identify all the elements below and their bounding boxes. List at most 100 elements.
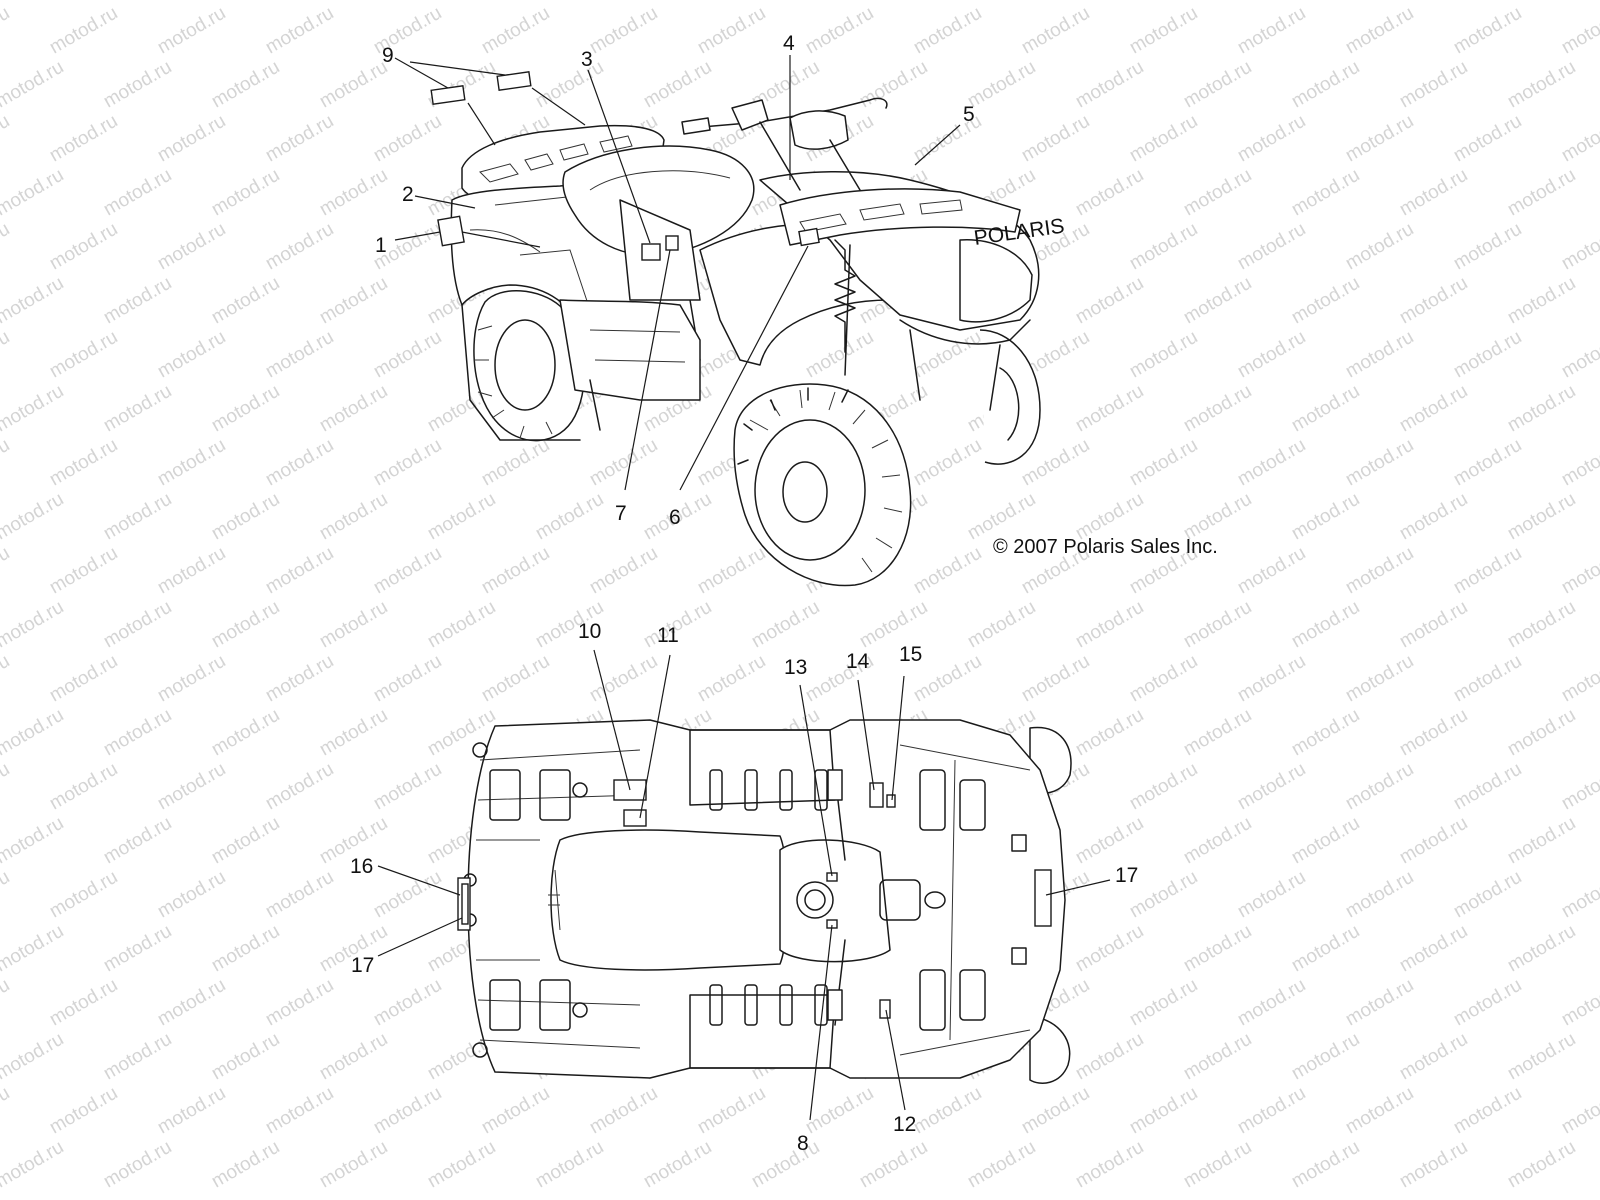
watermark-text: motod.ru (208, 489, 283, 545)
watermark-text: motod.ru (856, 57, 931, 113)
watermark-text: motod.ru (1504, 273, 1579, 329)
watermark-text: motod.ru (1126, 327, 1201, 383)
watermark-text: motod.ru (1342, 543, 1417, 599)
watermark-text: motod.ru (1558, 867, 1600, 923)
rear-left-wheel (473, 290, 585, 442)
callout-7: 7 (615, 502, 627, 525)
watermark-text: motod.ru (1180, 165, 1255, 221)
watermark-text: motod.ru (1450, 543, 1525, 599)
watermark-text: motod.ru (208, 1137, 283, 1193)
lower-footrest (689, 984, 836, 1069)
watermark-text: motod.ru (1072, 705, 1147, 761)
decal-17-front (1034, 869, 1052, 927)
callout-17-rear: 17 (351, 954, 374, 977)
callout-14: 14 (846, 650, 870, 673)
watermark-text: motod.ru (0, 3, 13, 59)
watermark-text: motod.ru (1234, 975, 1309, 1031)
watermark-text: motod.ru (154, 1083, 229, 1139)
watermark-text: motod.ru (1558, 543, 1600, 599)
watermark-text: motod.ru (46, 759, 121, 815)
watermark-text: motod.ru (0, 975, 13, 1031)
watermark-text: motod.ru (1288, 57, 1363, 113)
watermark-text: motod.ru (1396, 57, 1471, 113)
callout-8: 8 (797, 1132, 809, 1155)
watermark-text: motod.ru (316, 597, 391, 653)
watermark-text: motod.ru (1342, 759, 1417, 815)
watermark-text: motod.ru (1126, 111, 1201, 167)
watermark-text: motod.ru (46, 651, 121, 707)
watermark-text: motod.ru (316, 1137, 391, 1193)
decal-12 (879, 999, 891, 1019)
watermark-text: motod.ru (46, 543, 121, 599)
watermark-text: motod.ru (1126, 651, 1201, 707)
watermark-text: motod.ru (1072, 273, 1147, 329)
watermark-text: motod.ru (370, 975, 445, 1031)
watermark-text: motod.ru (532, 57, 607, 113)
watermark-text: motod.ru (208, 381, 283, 437)
watermark-text: motod.ru (586, 1083, 661, 1139)
watermark-text: motod.ru (208, 1029, 283, 1085)
watermark-text: motod.ru (46, 435, 121, 491)
watermark-text: motod.ru (1450, 651, 1525, 707)
watermark-text: motod.ru (262, 651, 337, 707)
watermark-text: motod.ru (1180, 597, 1255, 653)
watermark-text: motod.ru (1504, 1137, 1579, 1193)
watermark-text: motod.ru (1558, 975, 1600, 1031)
watermark-text: motod.ru (316, 273, 391, 329)
watermark-text: motod.ru (100, 1137, 175, 1193)
watermark-text: motod.ru (208, 705, 283, 761)
watermark-text: motod.ru (0, 435, 13, 491)
watermark-text: motod.ru (1072, 165, 1147, 221)
decal-6 (798, 227, 820, 247)
watermark-text: motod.ru (586, 651, 661, 707)
watermark-text: motod.ru (1450, 1083, 1525, 1139)
watermark-text: motod.ru (1234, 111, 1309, 167)
watermark-text: motod.ru (370, 651, 445, 707)
watermark-text: motod.ru (1234, 759, 1309, 815)
watermark-text: motod.ru (1072, 381, 1147, 437)
watermark-text: motod.ru (478, 543, 553, 599)
watermark-text: motod.ru (154, 219, 229, 275)
decal-11 (623, 809, 647, 827)
watermark-text: motod.ru (0, 705, 67, 761)
watermark-text: motod.ru (0, 219, 13, 275)
watermark-text: motod.ru (100, 489, 175, 545)
decal-3 (641, 243, 661, 261)
watermark-text: motod.ru (1396, 813, 1471, 869)
watermark-text: motod.ru (1234, 651, 1309, 707)
watermark-text: motod.ru (208, 597, 283, 653)
watermark-text: motod.ru (532, 489, 607, 545)
watermark-text: motod.ru (1234, 1083, 1309, 1139)
watermark-text: motod.ru (1396, 1137, 1471, 1193)
watermark-text: motod.ru (1396, 165, 1471, 221)
watermark-text: motod.ru (1234, 867, 1309, 923)
watermark-text: motod.ru (316, 57, 391, 113)
watermark-text: motod.ru (586, 543, 661, 599)
watermark-text: motod.ru (1018, 1083, 1093, 1139)
watermark-text: motod.ru (1234, 543, 1309, 599)
watermark-text: motod.ru (154, 111, 229, 167)
watermark-text: motod.ru (1504, 813, 1579, 869)
atv-top-view: 10 11 13 14 15 16 17 17 8 12 (350, 620, 1138, 1155)
watermark-text: motod.ru (478, 1083, 553, 1139)
watermark-text: motod.ru (1504, 381, 1579, 437)
watermark-text: motod.ru (1126, 3, 1201, 59)
watermark-text: motod.ru (316, 165, 391, 221)
watermark-text: motod.ru (1342, 111, 1417, 167)
callout-17-front: 17 (1115, 864, 1138, 887)
watermark-text: motod.ru (370, 867, 445, 923)
watermark-text: motod.ru (1234, 219, 1309, 275)
watermark-text: motod.ru (0, 1029, 67, 1085)
watermark-text: motod.ru (1450, 435, 1525, 491)
rear-right-wheel (979, 329, 1041, 465)
watermark-text: motod.ru (1180, 921, 1255, 977)
decal-1 (437, 215, 465, 247)
watermark-text: motod.ru (100, 381, 175, 437)
watermark-text: motod.ru (0, 651, 13, 707)
watermark-text: motod.ru (0, 867, 13, 923)
watermark-text: motod.ru (1288, 1137, 1363, 1193)
watermark-text: motod.ru (208, 813, 283, 869)
watermark-text: motod.ru (100, 57, 175, 113)
watermark-text: motod.ru (0, 1137, 67, 1193)
callout-11: 11 (657, 624, 679, 647)
